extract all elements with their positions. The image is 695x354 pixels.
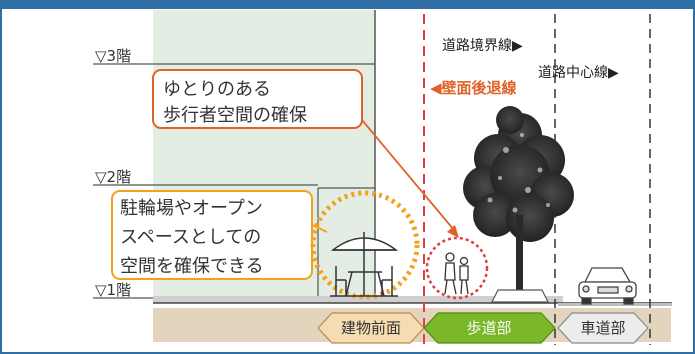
callout-left-line3: 空間を確保できる [120, 256, 264, 277]
callout-top-line2: 歩行者空間の確保 [163, 105, 307, 126]
pedestrian-circle [425, 236, 489, 300]
callout-left-pointer [311, 224, 328, 233]
callout-left-line2: スペースとしての [120, 227, 261, 248]
car-icon [578, 267, 637, 305]
floor-label-1: ▽1階 [95, 281, 131, 299]
road-boundary-label: 道路境界線▶ [442, 38, 523, 54]
zone-building-front-label: 建物前面 [341, 319, 401, 337]
top-bar [2, 2, 693, 9]
callout-left-line1: 駐輪場やオープン [120, 198, 263, 219]
pedestrian-icon [444, 252, 469, 295]
road-center-label: 道路中心線▶ [538, 65, 619, 81]
zone-roadway-label: 車道部 [580, 319, 625, 337]
parasol-table-icon [330, 232, 399, 297]
zone-roadway: 車道部 [557, 312, 649, 344]
callout-top-line1: ゆとりのある [163, 79, 271, 100]
callout-left: 駐輪場やオープン スペースとしての 空間を確保できる [111, 190, 313, 280]
open-space-circle [310, 190, 420, 300]
zone-building-front: 建物前面 [317, 312, 425, 344]
zone-sidewalk-label: 歩道部 [466, 319, 511, 337]
callout-top-pointer [361, 119, 455, 231]
floor-label-3: ▽3階 [95, 47, 131, 65]
street-tree-icon [463, 106, 574, 303]
zone-sidewalk: 歩道部 [423, 312, 556, 344]
callout-top-arrowhead [447, 225, 459, 238]
floor-label-2: ▽2階 [95, 168, 131, 186]
setback-label: ◀壁面後退線 [430, 79, 517, 97]
callout-top: ゆとりのある 歩行者空間の確保 [152, 69, 363, 129]
